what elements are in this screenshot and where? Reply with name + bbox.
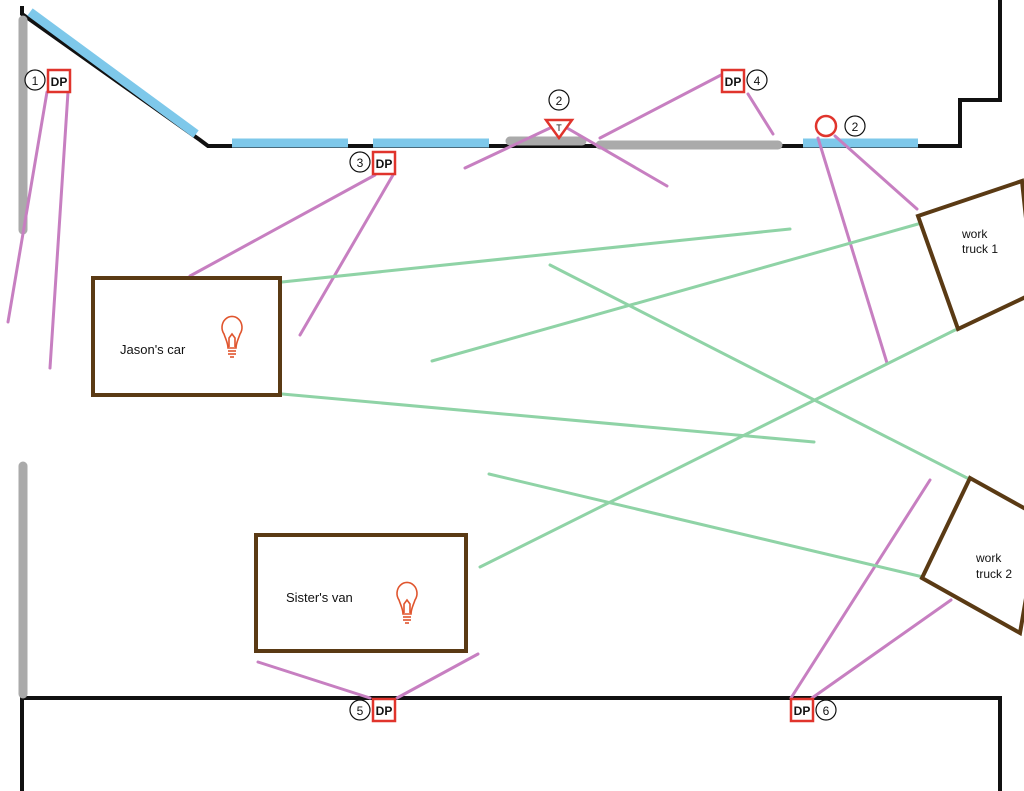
work-truck-1-box	[915, 178, 1024, 332]
dp-label: DP	[376, 157, 393, 171]
sightline	[298, 173, 395, 337]
sightline	[746, 92, 775, 136]
device-number: 1	[32, 74, 39, 88]
sightline	[280, 392, 816, 444]
sightline	[188, 173, 377, 278]
dp-device-6: DP 6	[789, 697, 837, 723]
sensor-circle-icon	[814, 114, 838, 138]
dp-label: DP	[51, 75, 68, 89]
device-number: 5	[357, 704, 364, 718]
work-truck-1-label-line2: truck 1	[962, 242, 998, 256]
lightbulb-icon	[396, 581, 418, 624]
triangle-device-2: T 2	[543, 89, 575, 141]
warning-triangle-icon	[543, 118, 575, 141]
dp-label: DP	[725, 75, 742, 89]
device-number: 3	[357, 156, 364, 170]
sisters-van-label: Sister's van	[286, 590, 353, 605]
work-truck-2-label-line1: work	[975, 551, 1002, 565]
sightline	[463, 126, 552, 170]
sightline	[810, 598, 953, 700]
dp-label: DP	[376, 704, 393, 718]
dp-device-4: DP 4	[720, 68, 768, 94]
sightline	[48, 90, 70, 370]
sightline	[487, 472, 925, 579]
work-truck-2-box	[919, 475, 1024, 637]
wall-bottom	[20, 696, 1002, 791]
wall-top-left	[20, 0, 1002, 148]
sightline	[816, 136, 889, 365]
sightline	[565, 126, 669, 188]
magenta-sightlines	[6, 72, 953, 700]
sisters-van-box	[254, 533, 468, 653]
work-truck-2-label-line2: truck 2	[976, 567, 1012, 581]
sightline	[598, 72, 725, 140]
sightline	[548, 263, 973, 482]
triangle-label: T	[556, 123, 562, 133]
vehicles	[91, 178, 1024, 653]
sightline	[789, 478, 932, 700]
dp-device-3: DP 3	[349, 150, 397, 176]
lightbulb-icon	[221, 315, 243, 358]
jasons-car-label: Jason's car	[120, 342, 186, 357]
green-sightlines	[280, 222, 973, 579]
window-diagonal	[27, 8, 199, 138]
dp-device-1: DP 1	[24, 68, 72, 94]
doors	[18, 15, 783, 699]
device-number: 2	[852, 120, 859, 134]
sightline	[395, 652, 480, 700]
device-number: 2	[556, 94, 563, 108]
sightline	[478, 328, 957, 569]
windows	[27, 8, 918, 148]
sightline	[833, 134, 919, 211]
device-number: 6	[823, 704, 830, 718]
sightline	[280, 227, 792, 284]
dp-label: DP	[794, 704, 811, 718]
sightline	[6, 90, 49, 324]
circle-device-2: 2	[814, 114, 866, 138]
jasons-car-box	[91, 276, 282, 397]
device-number: 4	[754, 74, 761, 88]
walls	[20, 0, 1002, 791]
sightline	[430, 222, 920, 363]
dp-device-5: DP 5	[349, 697, 397, 723]
sightline	[256, 660, 372, 700]
work-truck-1-label-line1: work	[961, 227, 988, 241]
